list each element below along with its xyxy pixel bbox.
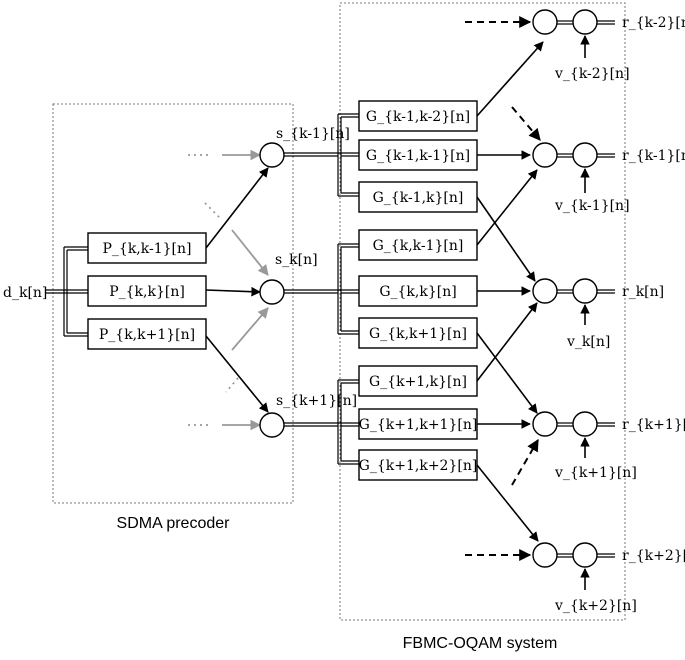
channel-block-k-km1 — [358, 229, 478, 261]
fbmc-oqam-system-region — [339, 2, 626, 621]
neighbor-inputs — [188, 149, 269, 431]
wire-p-k-to-s-k — [205, 286, 261, 297]
channel-label-kp1-kp2: G_{k+1,k+2}[n] — [359, 458, 478, 474]
s-k-label: s_k[n] — [275, 252, 318, 268]
external-interference-inputs — [465, 16, 541, 561]
sdma-precoder-region — [52, 103, 294, 504]
noise-summer-kp2 — [572, 542, 598, 568]
noise-summer-k — [572, 278, 598, 304]
v-kp2-label: v_{k+2}[n] — [554, 598, 637, 614]
channel-label-k-k: G_{k,k}[n] — [379, 284, 456, 300]
precoder-label-k-kp1: P_{k,k+1}[n] — [99, 327, 195, 343]
sdma-precoder-caption: SDMA precoder — [117, 515, 231, 532]
channel-block-k-k — [358, 275, 478, 307]
channel-label-k-km1: G_{k,k-1}[n] — [373, 238, 464, 254]
precoder-label-k-km1: P_{k,k-1}[n] — [103, 241, 192, 257]
v-km1-label: v_{k-1}[n] — [554, 198, 630, 214]
receiver-summer-k — [532, 278, 558, 304]
channel-label-kp1-kp1: G_{k+1,k+1}[n] — [359, 417, 478, 433]
channel-label-k-kp1: G_{k,k+1}[n] — [369, 326, 467, 342]
receiver-summer-km2 — [532, 9, 558, 35]
noise-summer-kp1 — [572, 411, 598, 437]
input-bus — [46, 246, 88, 337]
precoder-label-k-k: P_{k,k}[n] — [109, 284, 185, 300]
r-kp2-label: r_{k+2}[n] — [622, 548, 685, 564]
receiver-summer-km1 — [532, 142, 558, 168]
v-km2-label: v_{k-2}[n] — [554, 66, 630, 82]
wire-p-km1-to-s-km1 — [205, 167, 269, 249]
input-label: d_k[n] — [3, 285, 47, 301]
channel-label-kp1-k: G_{k+1,k}[n] — [369, 374, 467, 390]
s-buses — [284, 113, 359, 465]
precoder-block-k-kp1 — [87, 318, 207, 350]
channel-block-km1-km1 — [358, 139, 478, 171]
channel-block-kp1-kp1 — [358, 408, 478, 440]
channel-block-k-kp1 — [358, 317, 478, 349]
r-km1-label: r_{k-1}[n] — [622, 148, 685, 164]
summer-s-kp1 — [259, 412, 285, 438]
receiver-summer-kp1 — [532, 411, 558, 437]
receiver-summer-kp2 — [532, 542, 558, 568]
channel-block-km1-k — [358, 181, 478, 213]
noise-summer-km2 — [572, 9, 598, 35]
channel-output-wires — [476, 41, 544, 542]
summer-s-km1 — [259, 142, 285, 168]
channel-block-kp1-k — [358, 365, 478, 397]
v-k-label: v_k[n] — [566, 334, 610, 350]
precoder-block-k-km1 — [87, 232, 207, 264]
summer-s-k — [259, 279, 285, 305]
r-kp1-label: r_{k+1}[n] — [622, 417, 685, 433]
channel-label-km1-km1: G_{k-1,k-1}[n] — [366, 148, 470, 164]
fbmc-oqam-system-caption: FBMC-OQAM system — [403, 635, 558, 652]
precoder-block-k-k — [87, 275, 207, 307]
noise-summer-km1 — [572, 142, 598, 168]
channel-label-km1-km2: G_{k-1,k-2}[n] — [366, 109, 470, 125]
v-kp1-label: v_{k+1}[n] — [554, 465, 637, 481]
channel-label-km1-k: G_{k-1,k}[n] — [373, 190, 464, 206]
s-kp1-label: s_{k+1}[n] — [276, 393, 357, 409]
wire-p-kp1-to-s-kp1 — [205, 335, 269, 413]
receiver-links — [557, 20, 615, 558]
s-km1-label: s_{k-1}[n] — [276, 126, 350, 142]
r-k-label: r_k[n] — [622, 284, 664, 300]
r-km2-label: r_{k-2}[n] — [622, 15, 685, 31]
